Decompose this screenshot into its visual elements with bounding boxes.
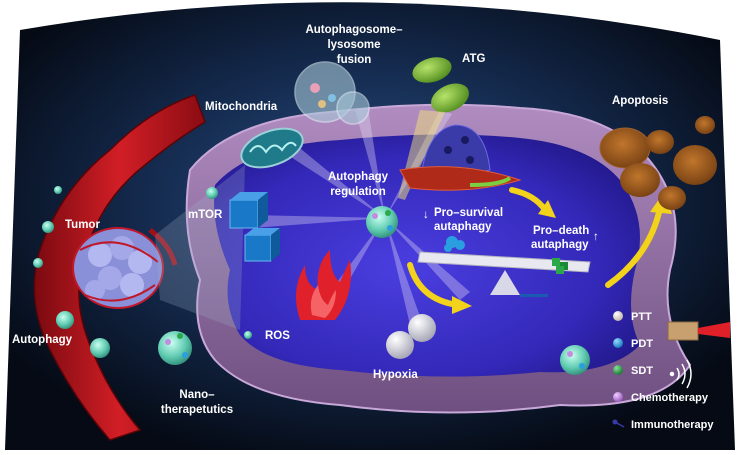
label-autophagy-regulation-1: Autophagy [328, 171, 389, 183]
legend-sdt: SDT [631, 365, 653, 377]
organelle-dome [399, 124, 522, 191]
ros-flame [296, 250, 351, 320]
nanoparticles [33, 186, 590, 375]
label-apoptosis: Apoptosis [612, 95, 668, 107]
immuno-icon [612, 419, 625, 428]
autophagy-balance [417, 236, 591, 297]
label-autophagosome-fusion-1: Autophagosome– [305, 24, 403, 36]
up-arrow-glyph: ↑ [593, 231, 599, 243]
label-pro-survival-2: autaphagy [434, 221, 492, 233]
tumor-cluster [72, 227, 164, 309]
label-mtor: mTOR [188, 209, 223, 221]
label-autophagy-regulation-2: regulation [330, 186, 386, 198]
sdt-dot [613, 365, 623, 375]
label-nano-2: therapetutics [161, 404, 233, 416]
label-pro-death-2: autaphagy [531, 239, 589, 251]
mtor-cubes [229, 192, 280, 262]
label-hypoxia: Hypoxia [373, 369, 418, 381]
label-pro-survival-1: Pro–survival [434, 207, 503, 219]
label-nano-1: Nano– [179, 389, 215, 401]
legend-pdt: PDT [631, 338, 653, 350]
pdt-dot [613, 338, 623, 348]
legend-ptt: PTT [631, 311, 652, 323]
label-mitochondria: Mitochondria [205, 101, 278, 113]
laser-device [667, 321, 730, 341]
mitochondrion [240, 127, 304, 169]
chemo-dot [613, 392, 623, 402]
hypoxia-bubbles [386, 314, 436, 359]
label-ros: ROS [265, 330, 290, 342]
label-tumor: Tumor [65, 219, 100, 231]
label-autophagosome-fusion-3: fusion [337, 54, 372, 66]
therapy-legend: PTT PDT SDT Chemotherapy Immunotherapy [612, 311, 714, 431]
legend-chemotherapy: Chemotherapy [631, 392, 709, 404]
label-autophagosome-fusion-2: lysosome [327, 39, 380, 51]
legend-immunotherapy: Immunotherapy [631, 419, 714, 431]
label-autophagy: Autophagy [12, 334, 73, 346]
zoom-cone [155, 165, 245, 330]
autophagosome [294, 61, 370, 125]
label-pro-death-1: Pro–death [533, 225, 589, 237]
apoptotic-bodies [599, 116, 717, 210]
ultrasound-waves-icon [669, 359, 692, 389]
ptt-dot [613, 311, 623, 321]
down-arrow-glyph: ↓ [423, 209, 429, 221]
label-atg: ATG [462, 53, 485, 65]
